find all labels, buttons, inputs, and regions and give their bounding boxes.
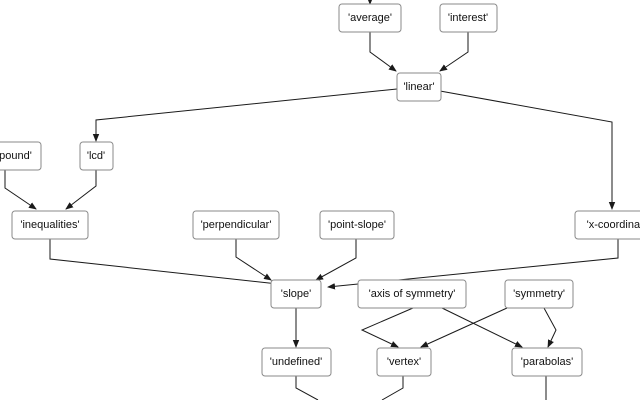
edge-linear-to-lcd [92,88,398,142]
edge-undefined-outgoing [295,376,319,400]
edge-point-slope-to-slope [315,239,357,281]
edge-x-coordinate-to-slope [327,239,619,290]
node-label: 'axis of symmetry' [369,288,456,300]
node-x-coordinate[interactable]: 'x-coordinate' [574,210,640,240]
edge-symmetry-to-vertex [420,307,508,348]
node-axis-of-symmetry[interactable]: 'axis of symmetry' [357,279,467,309]
node-parabolas[interactable]: 'parabolas' [511,347,583,377]
edge-interest-to-linear [439,32,469,72]
node-label: 'x-coordinate' [587,219,640,231]
edge-symmetry-to-parabolas [543,307,557,348]
node-label: 'parabolas' [521,356,574,368]
node-label: 'average' [348,12,392,24]
node-point-slope[interactable]: 'point-slope' [319,210,395,240]
node-label: 'undefined' [270,356,323,368]
edge-linear-to-x-coordinate [439,90,616,210]
node-label: 'compound' [0,150,32,162]
node-label: 'slope' [281,288,312,300]
node-perpendicular[interactable]: 'perpendicular' [192,210,280,240]
node-label: 'interest' [448,12,488,24]
edge-lcd-to-inequalities [65,170,97,210]
edge-axis-of-symmetry-to-parabolas [441,307,523,348]
node-label: 'point-slope' [328,219,386,231]
edge-compound-to-inequalities [4,170,37,210]
node-label: 'perpendicular' [201,219,272,231]
edge-vertex-outgoing [381,376,404,400]
node-symmetry[interactable]: 'symmetry' [504,279,574,309]
node-label: 'lcd' [87,150,105,162]
edge-perpendicular-to-slope [235,239,272,281]
node-undefined[interactable]: 'undefined' [261,347,332,377]
node-average[interactable]: 'average' [338,3,402,33]
edge-axis-of-symmetry-to-vertex [360,307,414,348]
node-lcd[interactable]: 'lcd' [79,141,114,171]
node-compound[interactable]: 'compound' [0,141,42,171]
node-inequalities[interactable]: 'inequalities' [11,210,89,240]
node-label: 'inequalities' [20,219,79,231]
node-vertex[interactable]: 'vertex' [376,347,432,377]
edge-inequalities-to-slope [49,239,279,287]
edge-layer [4,0,619,400]
node-layer: 'average' 'interest' 'linear' 'compound'… [0,3,640,377]
node-slope[interactable]: 'slope' [270,279,322,309]
edge-average-to-linear [369,32,397,72]
node-label: 'linear' [403,81,434,93]
node-label: 'symmetry' [513,288,565,300]
node-linear[interactable]: 'linear' [396,72,442,102]
node-label: 'vertex' [387,356,421,368]
node-interest[interactable]: 'interest' [439,3,498,33]
